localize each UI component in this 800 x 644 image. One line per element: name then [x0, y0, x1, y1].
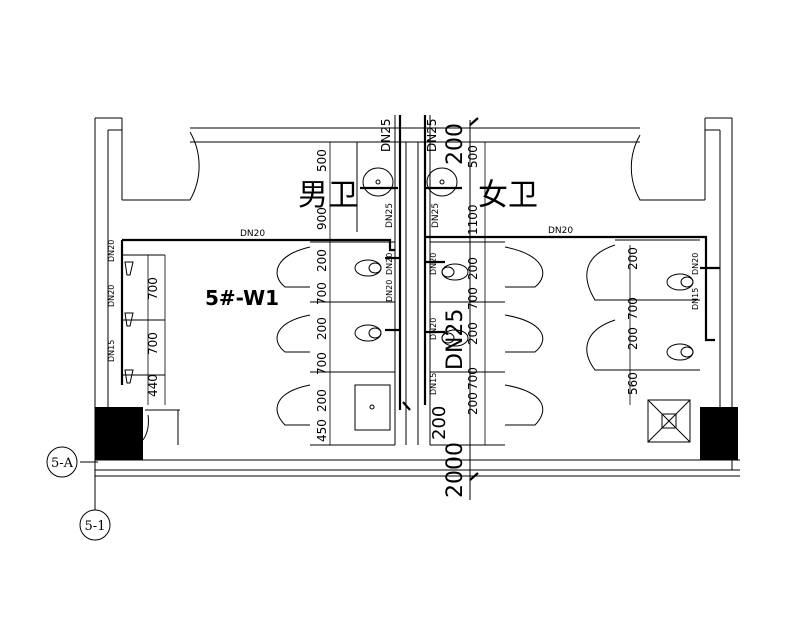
- tag-label: 5#-W1: [205, 286, 279, 310]
- dim-midright-large-3: 2000: [443, 442, 468, 498]
- pipe-label-right-top: DN20: [548, 226, 573, 236]
- right-room-stalls: [586, 239, 700, 443]
- dim-right-3: 200: [626, 327, 640, 350]
- pipe-label-female-3: DN15: [429, 373, 438, 395]
- dim-vertical-total: 200: [429, 406, 450, 440]
- dim-right-4: 560: [626, 372, 640, 395]
- dim-right-2: 700: [626, 297, 640, 320]
- dim-midright-large-2: DN25: [443, 309, 468, 370]
- dim-left-2: 700: [146, 332, 160, 355]
- dim-midleft-3: 200: [315, 249, 329, 272]
- axis-markers: [46, 446, 111, 541]
- pipe-label-right-2: DN15: [691, 288, 700, 310]
- dim-midright-3: 200: [466, 257, 480, 280]
- door-arcs: [122, 131, 705, 201]
- dim-midright-7: 200: [466, 392, 480, 415]
- column-right: [700, 407, 738, 460]
- dim-midright-4: 700: [466, 287, 480, 310]
- washbasin-male: [360, 167, 398, 197]
- pipe-label-left-top: DN20: [240, 229, 265, 239]
- dim-left-1: 700: [146, 277, 160, 300]
- dim-right-1: 200: [626, 247, 640, 270]
- dim-midleft-1: 500: [315, 149, 329, 172]
- room-label-female: 女卫: [478, 178, 538, 213]
- washbasin-female: [425, 167, 462, 197]
- axis-label-a: 5-A: [51, 456, 74, 471]
- dim-midright-large-1: 200: [443, 123, 468, 165]
- pipe-shaft: [356, 115, 479, 500]
- dim-left-3: 440: [146, 374, 160, 397]
- pipe-label-riser-right-low: DN25: [431, 203, 441, 228]
- column-left: [95, 407, 143, 460]
- dim-midleft-2: 900: [315, 207, 329, 230]
- pipe-label-left-wall-1: DN20: [107, 240, 116, 262]
- left-wall-fixtures: [122, 254, 180, 445]
- dim-midright-2: 1100: [466, 204, 480, 235]
- dim-midleft-8: 200: [315, 389, 329, 412]
- axis-bubble-a: [46, 446, 78, 478]
- dim-midleft-5: 200: [315, 317, 329, 340]
- dim-midleft-4: 700: [315, 282, 329, 305]
- male-stalls: [276, 241, 395, 446]
- dim-midright-6: 700: [466, 367, 480, 390]
- pipe-label-female-2: DN20: [429, 318, 438, 340]
- pipe-label-right-1: DN20: [691, 253, 700, 275]
- female-stalls: [430, 241, 544, 446]
- axis-bubble-1: [79, 509, 111, 541]
- building-walls: [94, 117, 740, 477]
- dim-midright-5: 200: [466, 322, 480, 345]
- pipe-label-left-wall-3: DN15: [107, 340, 116, 362]
- room-label-male: 男卫: [298, 178, 358, 213]
- pipe-label-female-1: DN20: [429, 253, 438, 275]
- pipe-label-male-2: DN20: [385, 280, 394, 302]
- pipe-label-riser-left-low: DN25: [385, 203, 395, 228]
- dimension-lines: [147, 142, 631, 445]
- dim-midright-1: 500: [466, 145, 480, 168]
- pipe-label-left-wall-2: DN20: [107, 285, 116, 307]
- supply-lines: [120, 115, 720, 411]
- dim-midleft-7: 450: [315, 419, 329, 442]
- dim-midleft-6: 700: [315, 352, 329, 375]
- pipe-label-riser-right: DN25: [425, 119, 439, 153]
- axis-label-1: 5-1: [85, 519, 106, 534]
- pipe-label-male-1: DN20: [385, 253, 394, 275]
- pipe-label-riser-left: DN25: [379, 119, 393, 153]
